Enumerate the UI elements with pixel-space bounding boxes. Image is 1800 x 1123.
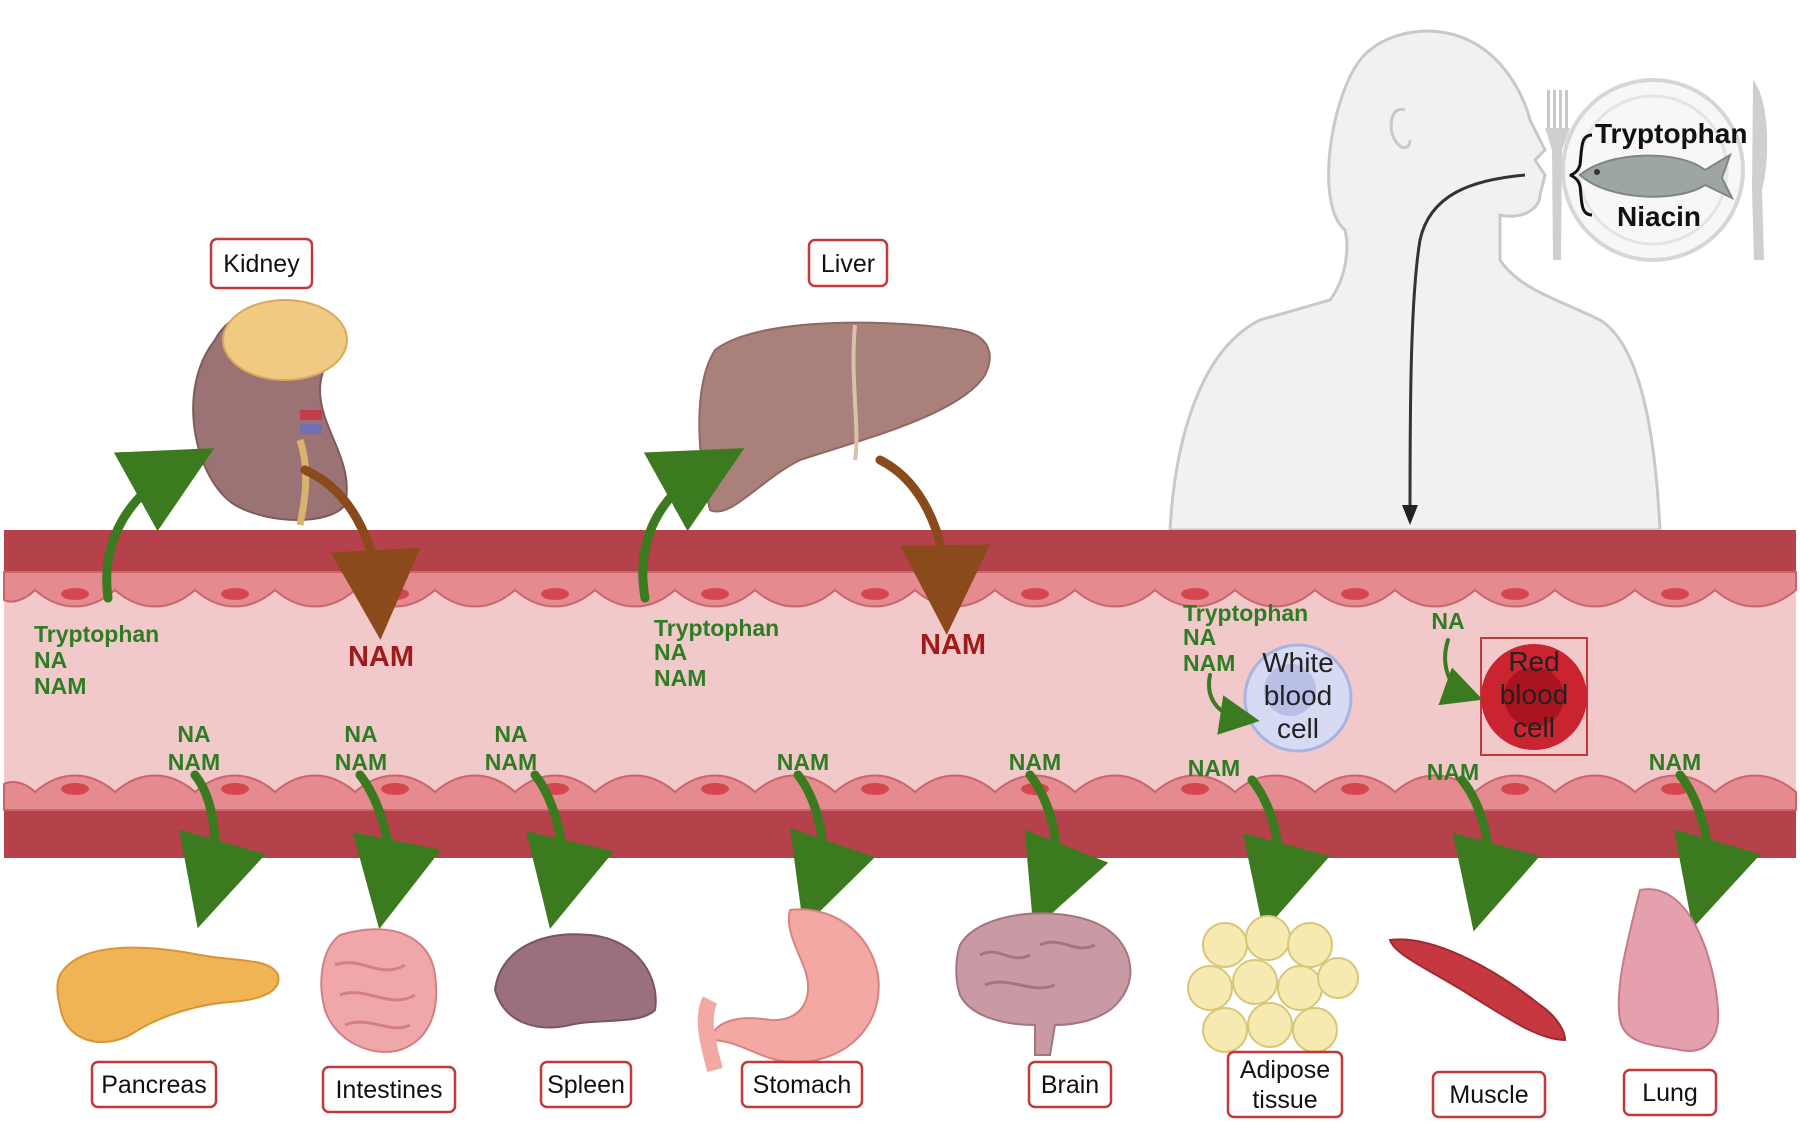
muscle-illustration (1388, 938, 1567, 1042)
diet-niacin: Niacin (1617, 201, 1701, 232)
arrow-liver-uptake (638, 448, 745, 603)
red-blood-cell: Red blood cell (1480, 637, 1588, 756)
arrow-to-pancreas (179, 770, 266, 929)
label-liver: Liver (807, 238, 889, 288)
digestive-path (1402, 173, 1526, 525)
label-liver-text: Liver (821, 250, 875, 278)
out-spleen-1: NA (494, 721, 527, 747)
rbc-label-3: cell (1513, 712, 1555, 743)
white-blood-cell: White blood cell (1243, 643, 1353, 753)
rbc-label-2: blood (1500, 679, 1569, 710)
stomach-illustration (697, 908, 880, 1072)
rbc-label-1: Red (1508, 646, 1559, 677)
label-stomach: Stomach (740, 1060, 864, 1109)
arrow-to-lung (1674, 770, 1761, 929)
fish-icon (1578, 152, 1735, 201)
label-adipose-text-2: tissue (1252, 1086, 1317, 1114)
label-brain: Brain (1027, 1060, 1113, 1109)
liver-out: NAM (920, 629, 986, 661)
out-spleen-2: NAM (485, 749, 537, 775)
out-brain: NAM (1009, 749, 1061, 775)
arrow-to-spleen (526, 770, 614, 929)
label-muscle: Muscle (1431, 1070, 1547, 1119)
intestines-illustration (320, 928, 438, 1053)
out-lung: NAM (1649, 749, 1701, 775)
knife-icon (1752, 80, 1768, 260)
lung-illustration (1617, 888, 1720, 1052)
diet-brace (1569, 133, 1593, 217)
rbc-in: NA (1431, 608, 1464, 634)
label-muscle-text: Muscle (1449, 1081, 1528, 1109)
label-intestines-text: Intestines (335, 1076, 442, 1104)
out-pancreas-1: NA (177, 721, 210, 747)
label-adipose: Adipose tissue (1226, 1050, 1344, 1119)
wbc-in-3: NAM (1183, 650, 1235, 676)
liver-illustration (698, 321, 991, 513)
out-pancreas-2: NAM (168, 749, 220, 775)
out-adipose: NAM (1188, 755, 1240, 781)
diet-tryptophan: Tryptophan (1595, 118, 1747, 149)
arrow-kidney-release (300, 465, 421, 640)
liver-in-1: Tryptophan (654, 615, 779, 641)
kidney-in-2: NA (34, 647, 67, 673)
fork-icon (1545, 90, 1570, 260)
arrow-to-brain (1024, 770, 1109, 930)
arrow-liver-release (875, 455, 991, 635)
out-muscle: NAM (1427, 759, 1479, 785)
arrow-to-stomach (789, 770, 876, 928)
adipose-illustration (1187, 915, 1359, 1053)
liver-in-3: NAM (654, 665, 706, 691)
label-lung: Lung (1622, 1068, 1718, 1117)
wbc-in-1: Tryptophan (1183, 600, 1308, 626)
out-intestines-2: NAM (335, 749, 387, 775)
label-pancreas-text: Pancreas (101, 1071, 207, 1099)
spleen-illustration (493, 933, 657, 1029)
arrow-kidney-uptake (102, 448, 215, 603)
label-pancreas: Pancreas (90, 1060, 218, 1109)
pancreas-illustration (56, 946, 280, 1044)
label-spleen: Spleen (539, 1060, 633, 1109)
label-kidney: Kidney (209, 237, 314, 290)
blood-vessel (3, 530, 1797, 858)
arrow-to-intestines (352, 770, 441, 930)
arrow-rbc-uptake (1438, 638, 1483, 706)
wbc-label-3: cell (1277, 713, 1319, 744)
label-adipose-text-1: Adipose (1240, 1056, 1330, 1084)
label-stomach-text: Stomach (753, 1071, 852, 1099)
out-stomach: NAM (777, 749, 829, 775)
out-intestines-1: NA (344, 721, 377, 747)
label-intestines: Intestines (321, 1065, 457, 1114)
brain-illustration (955, 912, 1132, 1056)
kidney-illustration (192, 299, 348, 526)
kidney-in-1: Tryptophan (34, 621, 159, 647)
label-kidney-text: Kidney (223, 250, 300, 278)
label-spleen-text: Spleen (547, 1071, 625, 1099)
kidney-in-3: NAM (34, 673, 86, 699)
wbc-label-2: blood (1264, 680, 1333, 711)
liver-in-2: NA (654, 639, 687, 665)
label-brain-text: Brain (1041, 1071, 1099, 1099)
kidney-out: NAM (348, 641, 414, 673)
arrow-to-adipose (1242, 775, 1330, 932)
label-lung-text: Lung (1642, 1079, 1698, 1107)
arrow-wbc-uptake (1207, 673, 1260, 735)
wbc-in-2: NA (1183, 624, 1216, 650)
wbc-label-1: White (1262, 647, 1334, 678)
arrow-to-muscle (1452, 775, 1540, 932)
